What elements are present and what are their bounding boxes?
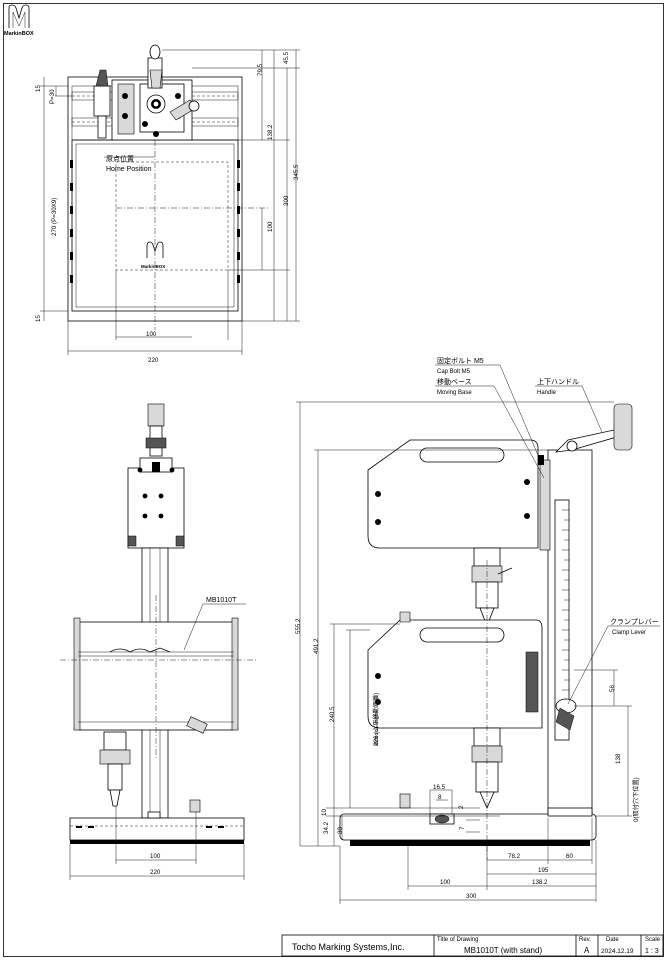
dim-300-side: 300: [466, 893, 477, 900]
dim-240-5: 240.5: [329, 706, 336, 722]
dim-100-side: 100: [440, 879, 451, 886]
dim-2: 2: [458, 805, 465, 809]
handle-en: Handle: [537, 390, 557, 396]
scale-value: 1 : 3: [645, 948, 659, 955]
scale-label: Scale: [645, 937, 661, 943]
markinbox-logo: MarkinBOX: [4, 4, 34, 37]
dim-345-5: 345.5: [293, 164, 300, 180]
dim-220: 220: [148, 357, 159, 364]
dim-0: 0(取付穴下位置): [632, 777, 640, 822]
side-view: 固定ボルト M5 Cap Bolt M5 移動ベース Moving Base 上…: [295, 356, 660, 904]
clamp-lever-jp: クランプレバー: [610, 618, 659, 626]
top-view: MarkinBOX 原点位置 Home Position 79.5 45.5 1…: [35, 44, 300, 364]
dim-78-2: 78.2: [508, 853, 521, 860]
dim-555-2: 555.2: [295, 618, 302, 634]
company-name: Tocho Marking Systems,Inc.: [292, 942, 405, 952]
home-position-jp: 原点位置: [106, 154, 134, 163]
title-block: Tocho Marking Systems,Inc. Title of Draw…: [281, 934, 664, 957]
moving-base-en: Moving Base: [437, 390, 472, 396]
rev-value: A: [584, 946, 590, 955]
dim-491-2: 491.2: [313, 638, 320, 654]
scale-ruler: [562, 509, 569, 701]
logo-small-text: MarkinBOX: [141, 264, 165, 269]
moving-base-jp: 移動ベース: [437, 377, 472, 386]
dim-270: 270 (P=30X9): [51, 198, 58, 236]
front-view: MB1010T 100 220: [60, 403, 256, 880]
dim-45-5: 45.5: [283, 51, 290, 64]
dim-8: 8: [438, 794, 442, 801]
drawing-border: [3, 3, 664, 957]
dim-16-5: 16.5: [433, 784, 446, 791]
dim-15-b: 15: [35, 315, 42, 322]
dim-138: 138: [615, 753, 622, 764]
title-label: Title of Drawing: [437, 937, 478, 943]
home-position-en: Home Position: [106, 166, 152, 173]
dim-79-5: 79.5: [257, 63, 264, 76]
model-label: MB1010T: [206, 597, 237, 604]
date-label: Date: [606, 937, 619, 943]
dim-10: 10: [321, 809, 328, 816]
dim-226-jp: 226 (上下移動距離): [372, 693, 380, 746]
front-dim-100: 100: [150, 853, 161, 860]
rev-label: Rev.: [579, 937, 591, 943]
dim-226-en: Motion Height: [374, 712, 380, 746]
date-value: 2024.12.19: [601, 948, 634, 955]
dim-100-v: 100: [267, 221, 274, 232]
cap-bolt-jp: 固定ボルト M5: [437, 356, 484, 365]
dim-300: 300: [283, 195, 290, 206]
dim-15-a: 15: [35, 85, 42, 92]
dim-p30: P=30: [49, 89, 56, 104]
dim-138-2-side: 138.2: [532, 879, 548, 886]
clamp-lever-en: Clamp Lever: [612, 630, 646, 636]
markinbox-logo-small: MarkinBOX: [141, 241, 165, 269]
dim-56: 56: [609, 685, 616, 692]
dim-34-2: 34.2: [323, 821, 330, 834]
drawing-title: MB1010T (with stand): [464, 946, 542, 955]
dim-100-h: 100: [146, 331, 157, 338]
front-dim-220: 220: [150, 869, 161, 876]
dim-60: 60: [566, 853, 573, 860]
dim-30: 30: [337, 827, 344, 834]
dim-138-2: 138.2: [267, 124, 274, 140]
handle-jp: 上下ハンドル: [537, 377, 579, 386]
dim-195: 195: [538, 867, 549, 874]
cap-bolt-en: Cap Bolt M5: [437, 369, 471, 375]
dim-7: 7: [459, 826, 466, 830]
logo-text: MarkinBOX: [4, 31, 34, 37]
